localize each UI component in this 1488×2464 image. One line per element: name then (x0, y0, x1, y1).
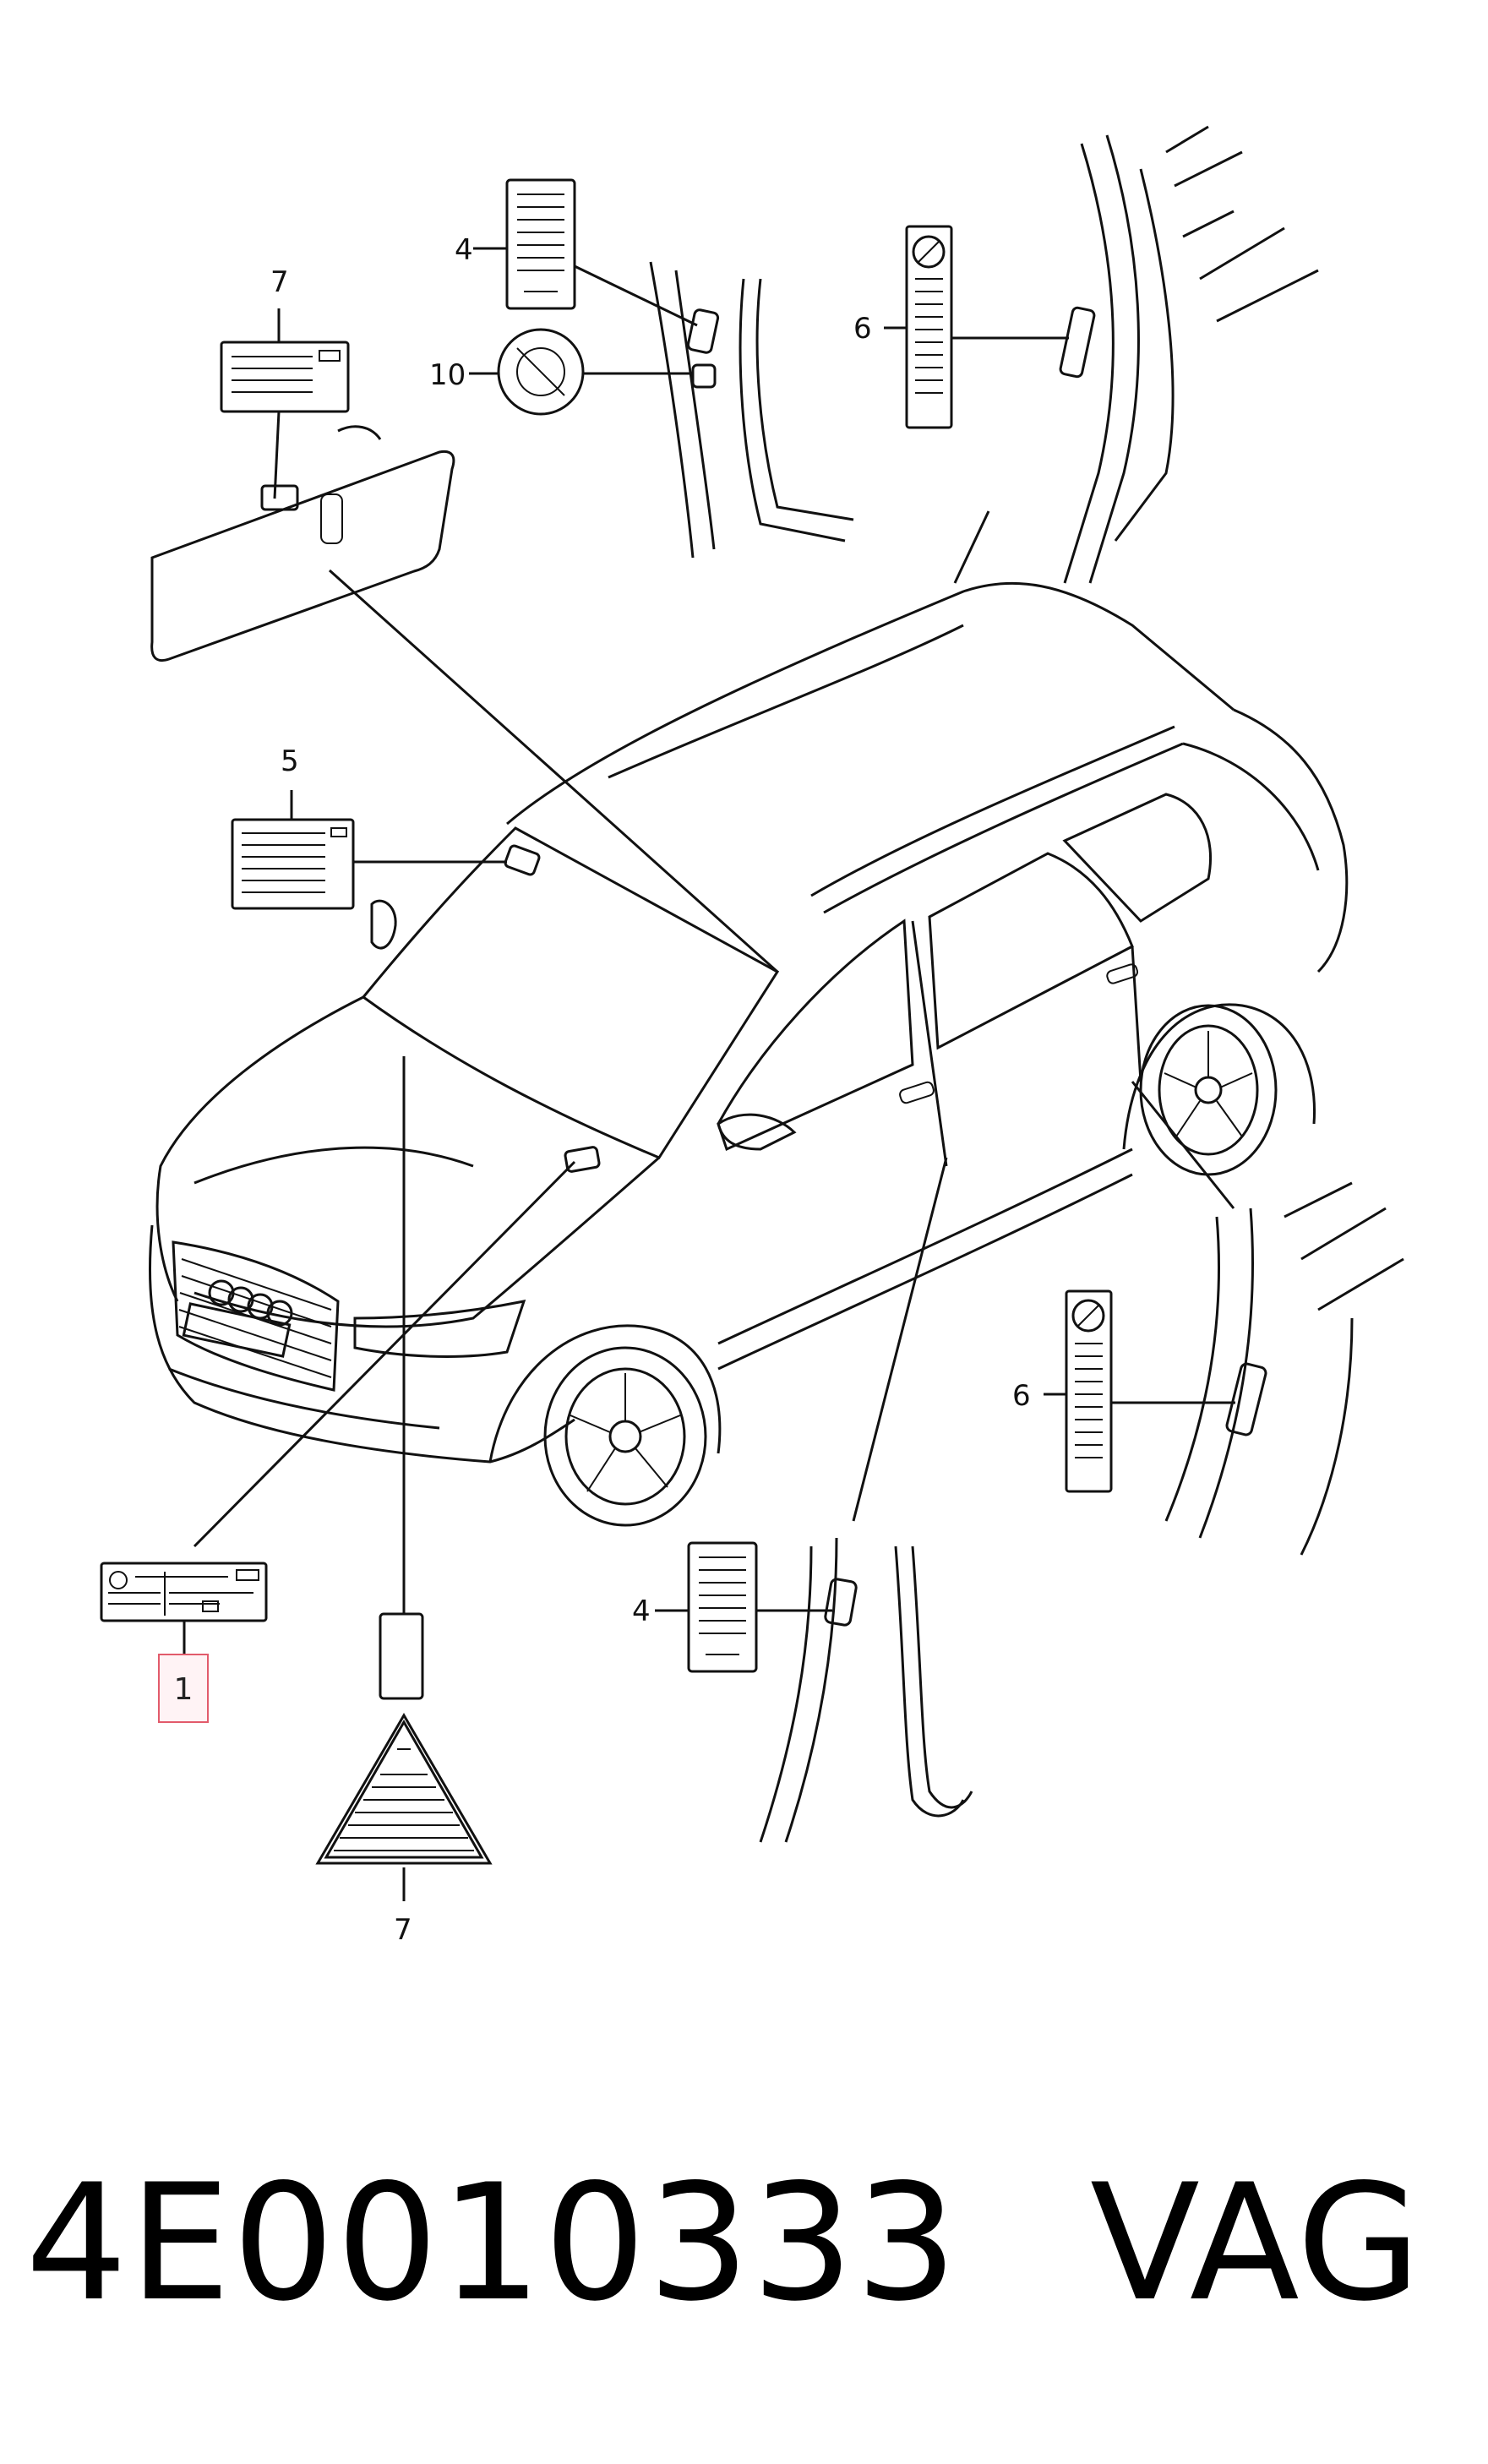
callout-5: 5 (281, 744, 299, 778)
car-illustration (148, 581, 1349, 1548)
label-sticker-6-bottom (1044, 1289, 1235, 1493)
brand-label: VAG (1090, 2150, 1421, 2336)
label-sticker-7-top (220, 308, 350, 499)
callout-4-bottom: 4 (632, 1595, 651, 1628)
callout-6-bottom: 6 (1012, 1379, 1031, 1413)
door-frame-top-right (953, 125, 1319, 584)
label-sticker-1 (100, 1562, 268, 1654)
callout-7-top: 7 (270, 265, 289, 299)
callout-1-highlighted: 1 (158, 1654, 209, 1723)
label-sticker-6-top (884, 225, 1069, 429)
callout-4-top: 4 (455, 233, 473, 267)
b-pillar-bottom (759, 1537, 973, 1843)
warning-triangle-label-7 (315, 1056, 493, 1901)
callout-10: 10 (429, 358, 466, 392)
b-pillar-top (649, 261, 854, 559)
sun-visor (150, 425, 779, 973)
part-number: 4E0010333 (25, 2150, 960, 2336)
airbag-label-10 (469, 328, 693, 416)
label-sticker-5 (231, 790, 507, 910)
label-sticker-4-bottom (655, 1541, 832, 1673)
callout-7-bottom: 7 (394, 1913, 412, 1947)
callout-6-top: 6 (853, 312, 872, 346)
label-sticker-4-top (473, 178, 698, 327)
door-frame-bottom-right (1164, 1181, 1404, 1556)
